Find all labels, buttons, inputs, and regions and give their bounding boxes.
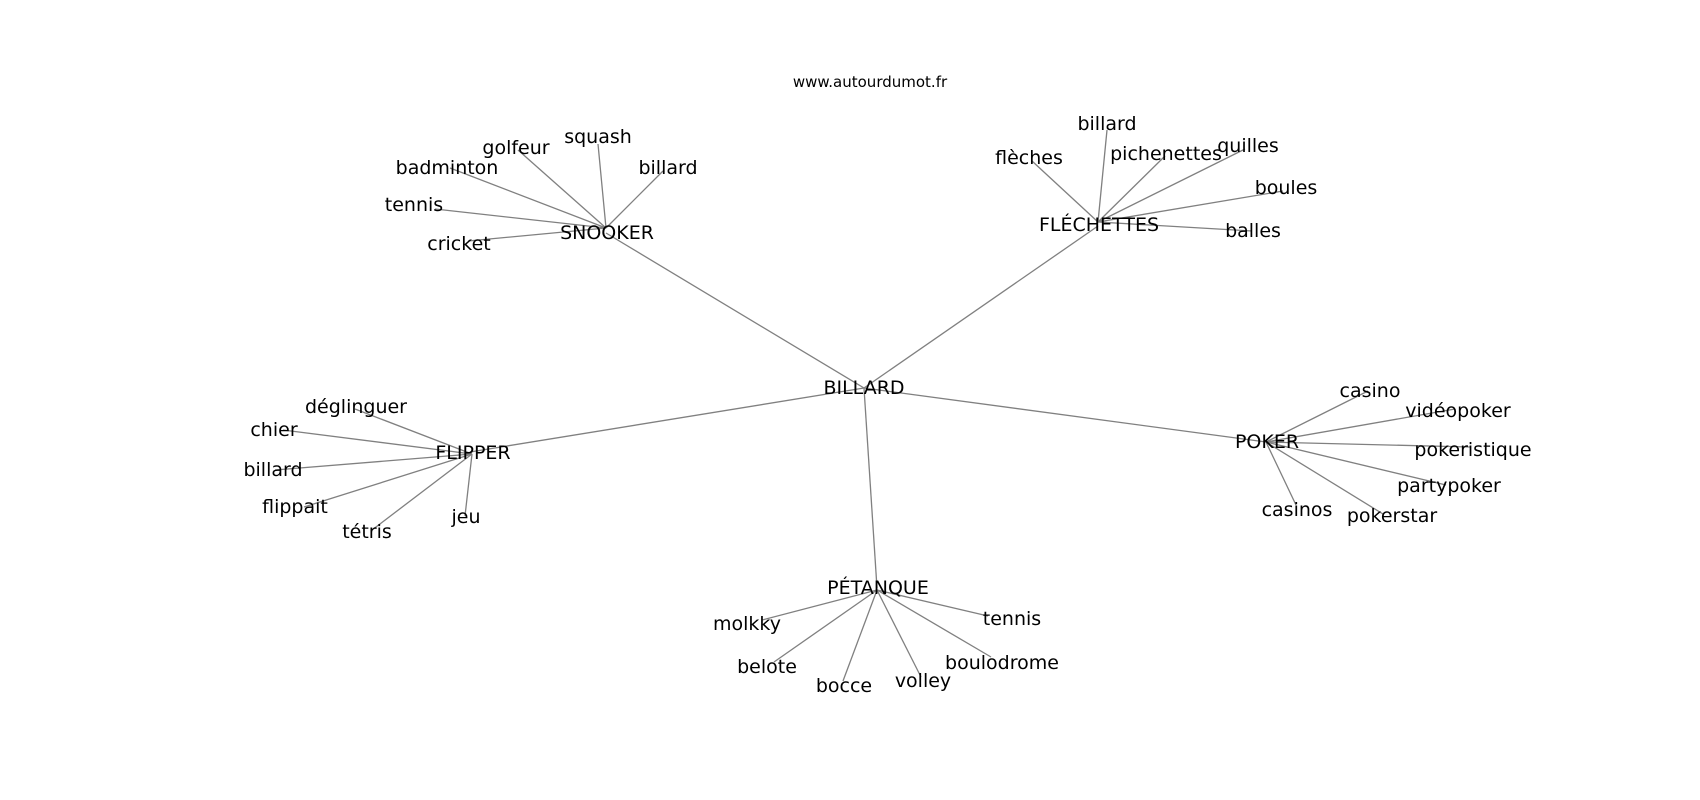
edge-flechettes-pichenettes xyxy=(1097,155,1166,223)
edge-petanque-volley xyxy=(876,589,922,678)
word-label: déglinguer xyxy=(305,396,407,418)
word-label: billard xyxy=(638,157,697,179)
hub-label-flechettes: FLÉCHETTES xyxy=(1039,213,1159,236)
word-label: squash xyxy=(564,126,632,148)
edge-petanque-boulodrome xyxy=(876,589,992,658)
edge-petanque-molkky xyxy=(761,589,878,621)
word-label: tennis xyxy=(385,194,443,216)
flipper-cluster: FLIPPER déglinguer chier billard flippai… xyxy=(243,396,510,543)
edge-flipper-jeu xyxy=(464,453,473,517)
poker-cluster: POKER casino vidéopoker pokeristique par… xyxy=(1235,380,1532,527)
edge-snooker-billard xyxy=(605,170,664,229)
petanque-cluster: PÉTANQUE tennis molkky boulodrome belote… xyxy=(713,576,1059,697)
edge-center-flipper xyxy=(469,387,865,453)
snooker-cluster: SNOOKER squash golfeur billard badminton… xyxy=(385,126,698,255)
edge-flechettes-billard xyxy=(1097,129,1108,223)
edge-poker-pokeristique xyxy=(1265,441,1471,448)
edge-snooker-cricket xyxy=(467,227,607,242)
word-label: badminton xyxy=(396,157,499,179)
edge-flechettes-fleches xyxy=(1031,160,1099,223)
word-label: flèches xyxy=(995,147,1063,169)
word-label: tétris xyxy=(342,521,392,543)
edge-flipper-tetris xyxy=(371,453,473,531)
edge-flipper-chier xyxy=(282,429,473,455)
edge-flechettes-boules xyxy=(1097,190,1284,223)
edge-flipper-deglinguer xyxy=(354,408,473,455)
word-label: tennis xyxy=(983,608,1041,630)
edge-snooker-golfeur xyxy=(517,149,607,229)
word-label: casinos xyxy=(1262,499,1333,521)
edge-flipper-billard xyxy=(274,453,473,471)
edge-center-poker xyxy=(863,387,1267,443)
edge-center-flechettes xyxy=(863,225,1099,389)
flipper-edges xyxy=(274,408,473,531)
word-label: cricket xyxy=(427,233,490,255)
site-url: www.autourdumot.fr xyxy=(793,73,948,91)
word-label: molkky xyxy=(713,613,781,635)
hub-label-snooker: SNOOKER xyxy=(560,222,654,244)
petanque-edges xyxy=(761,589,992,682)
word-label: pokeristique xyxy=(1414,439,1531,461)
edge-poker-casino xyxy=(1265,390,1369,443)
word-label: vidéopoker xyxy=(1405,400,1511,422)
center-edges xyxy=(469,225,1267,589)
word-label: billard xyxy=(243,459,302,481)
snooker-edges xyxy=(434,143,664,242)
edge-flechettes-balles xyxy=(1097,221,1253,232)
word-label: balles xyxy=(1225,220,1281,242)
edge-poker-partypoker xyxy=(1265,441,1447,486)
edge-petanque-bocce xyxy=(842,589,878,682)
word-label: flippait xyxy=(262,496,328,518)
poker-edges xyxy=(1265,390,1471,515)
edge-flipper-flippait xyxy=(303,453,473,508)
word-label: partypoker xyxy=(1397,475,1501,497)
word-label: golfeur xyxy=(482,137,549,159)
word-label: chier xyxy=(250,419,297,441)
hub-label-poker: POKER xyxy=(1235,431,1299,453)
hub-label-petanque: PÉTANQUE xyxy=(827,576,929,599)
edge-flechettes-quilles xyxy=(1097,148,1246,223)
edge-center-snooker xyxy=(605,232,865,389)
word-label: casino xyxy=(1340,380,1401,402)
edge-snooker-tennis xyxy=(434,208,607,229)
edge-poker-casinos xyxy=(1265,441,1297,506)
flechettes-edges xyxy=(1031,129,1284,232)
edge-snooker-badminton xyxy=(449,167,607,229)
hub-label-flipper: FLIPPER xyxy=(435,442,510,464)
word-label: bocce xyxy=(816,675,872,697)
word-label: boulodrome xyxy=(945,652,1059,674)
edge-poker-pokerstar xyxy=(1265,441,1384,515)
center-node-label: BILLARD xyxy=(823,377,904,399)
word-label: boules xyxy=(1255,177,1318,199)
edge-center-petanque xyxy=(863,387,878,589)
word-label: volley xyxy=(895,670,951,692)
word-label: jeu xyxy=(450,506,480,528)
word-label: billard xyxy=(1077,113,1136,135)
word-label: belote xyxy=(737,656,797,678)
edge-snooker-squash xyxy=(597,143,607,229)
flechettes-cluster: FLÉCHETTES billard flèches pichenettes q… xyxy=(995,113,1317,242)
edge-petanque-belote xyxy=(773,589,878,663)
edge-petanque-tennis xyxy=(876,589,989,617)
word-label: pokerstar xyxy=(1347,505,1438,527)
word-label: pichenettes xyxy=(1110,143,1222,165)
edge-poker-videopoker xyxy=(1265,408,1456,443)
word-label: quilles xyxy=(1217,135,1279,157)
